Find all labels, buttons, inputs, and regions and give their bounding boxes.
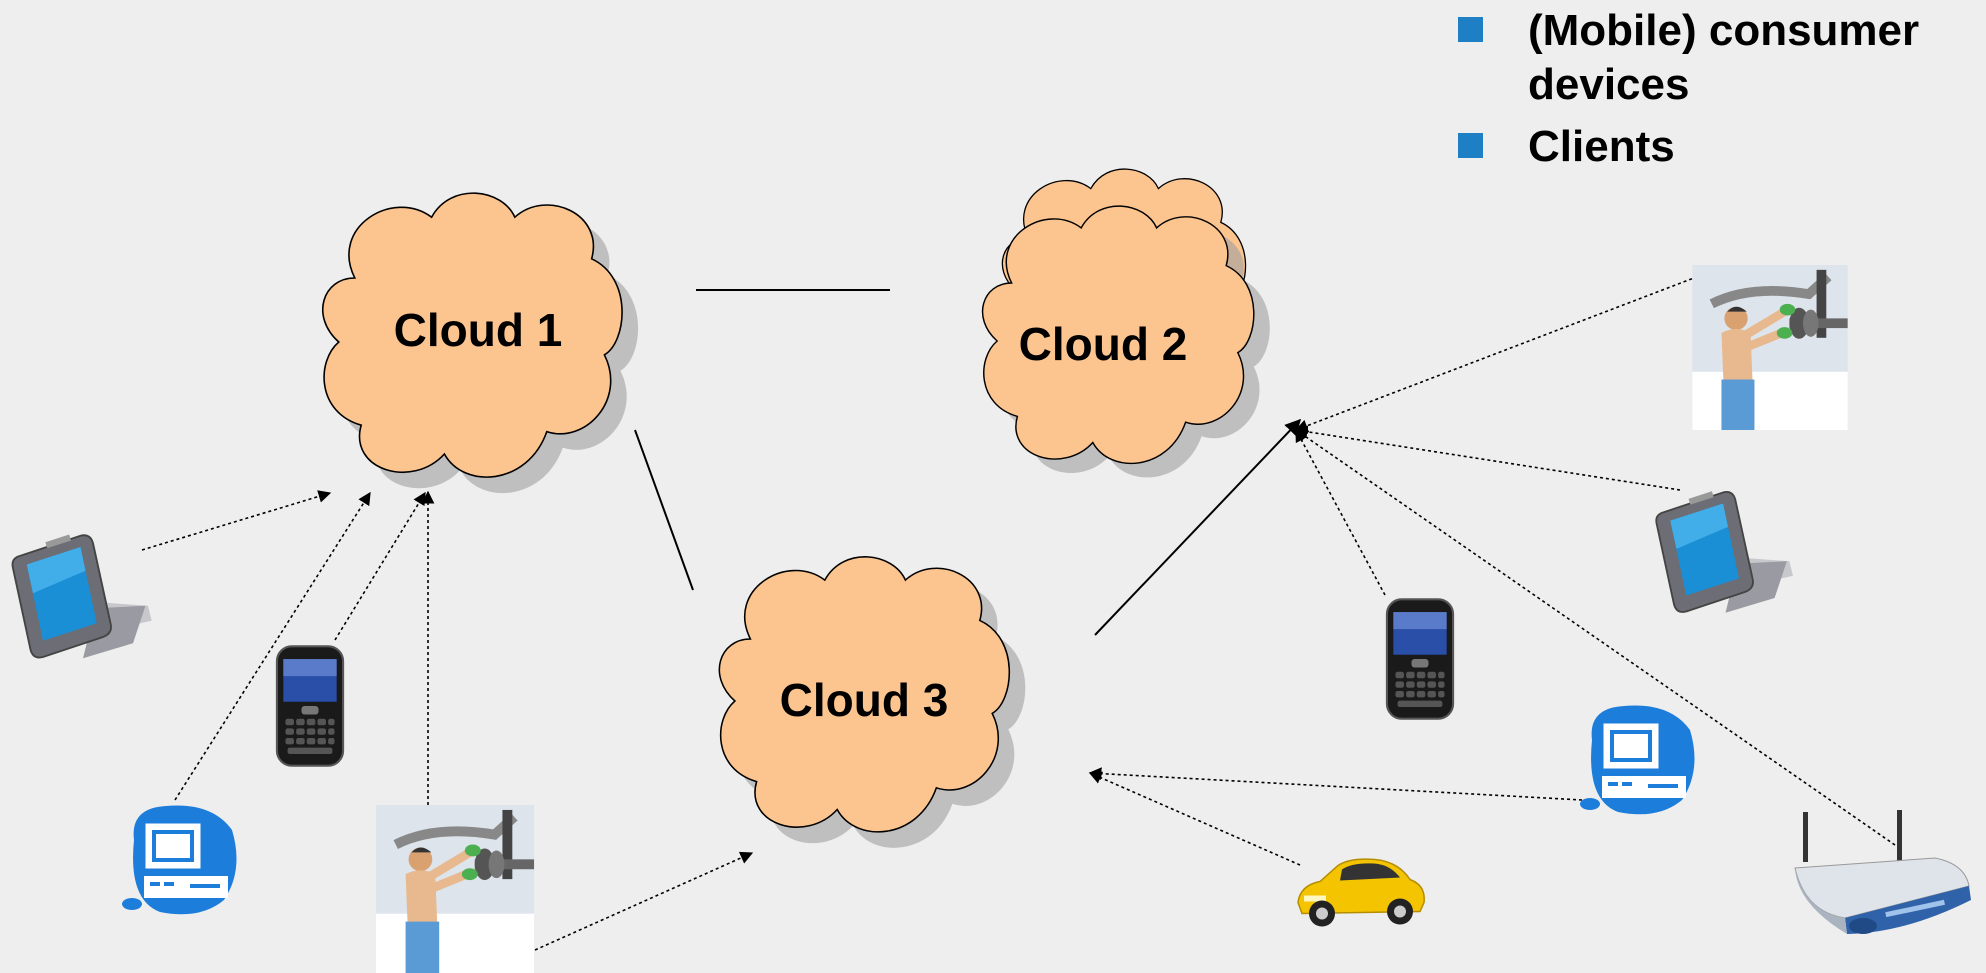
- cloud-2-label: Cloud 2: [1019, 318, 1188, 370]
- arrow-pc-cloud3: [1088, 767, 1583, 801]
- connection-lines: [634, 289, 1302, 636]
- cloud-3: Cloud 3: [719, 557, 1026, 848]
- cloud-2: Cloud 2: [983, 169, 1270, 478]
- bullet-square-icon: [1458, 133, 1483, 158]
- arrow-router-cloud2: [1294, 429, 1896, 846]
- factory-worker-icon: [1692, 265, 1847, 430]
- cloud-1: Cloud 1: [323, 193, 639, 494]
- bullet-text: Clients: [1528, 122, 1675, 171]
- arrow-tablet-cloud1: [141, 490, 332, 551]
- client-arrows: [141, 267, 1896, 951]
- cloud-1-label: Cloud 1: [394, 304, 563, 356]
- car-icon: [1297, 858, 1426, 928]
- wireless-router-icon: [1794, 809, 1972, 935]
- smartphone-icon: [1385, 598, 1455, 720]
- tablet-icon: [11, 533, 153, 660]
- link-cloud3-cloud2: [1094, 418, 1302, 636]
- cloud-3-label: Cloud 3: [780, 674, 949, 726]
- desktop-computer-icon: [1579, 705, 1695, 815]
- arrow-worker-cloud2: [1294, 267, 1721, 432]
- bullet-text: (Mobile) consumer devices: [1528, 6, 1920, 109]
- factory-worker-icon: [376, 805, 534, 973]
- arrow-phone-cloud1: [334, 491, 426, 641]
- arrow-car-cloud3: [1088, 771, 1301, 866]
- tablet-icon: [1655, 490, 1794, 614]
- link-cloud1-cloud3: [634, 429, 694, 591]
- smartphone-icon: [275, 645, 345, 767]
- bullet-item: (Mobile) consumer devices: [1458, 4, 1978, 112]
- bullet-square-icon: [1458, 17, 1483, 42]
- arrow-worker-cloud3: [534, 851, 754, 951]
- bullet-item: Clients: [1458, 120, 1978, 174]
- desktop-computer-icon: [121, 805, 237, 915]
- arrow-tablet-cloud2: [1294, 425, 1681, 491]
- bullet-list: (Mobile) consumer devices Clients: [1458, 4, 1978, 182]
- arrow-phone-cloud2: [1295, 428, 1386, 596]
- arrow-pc-cloud1: [174, 491, 371, 801]
